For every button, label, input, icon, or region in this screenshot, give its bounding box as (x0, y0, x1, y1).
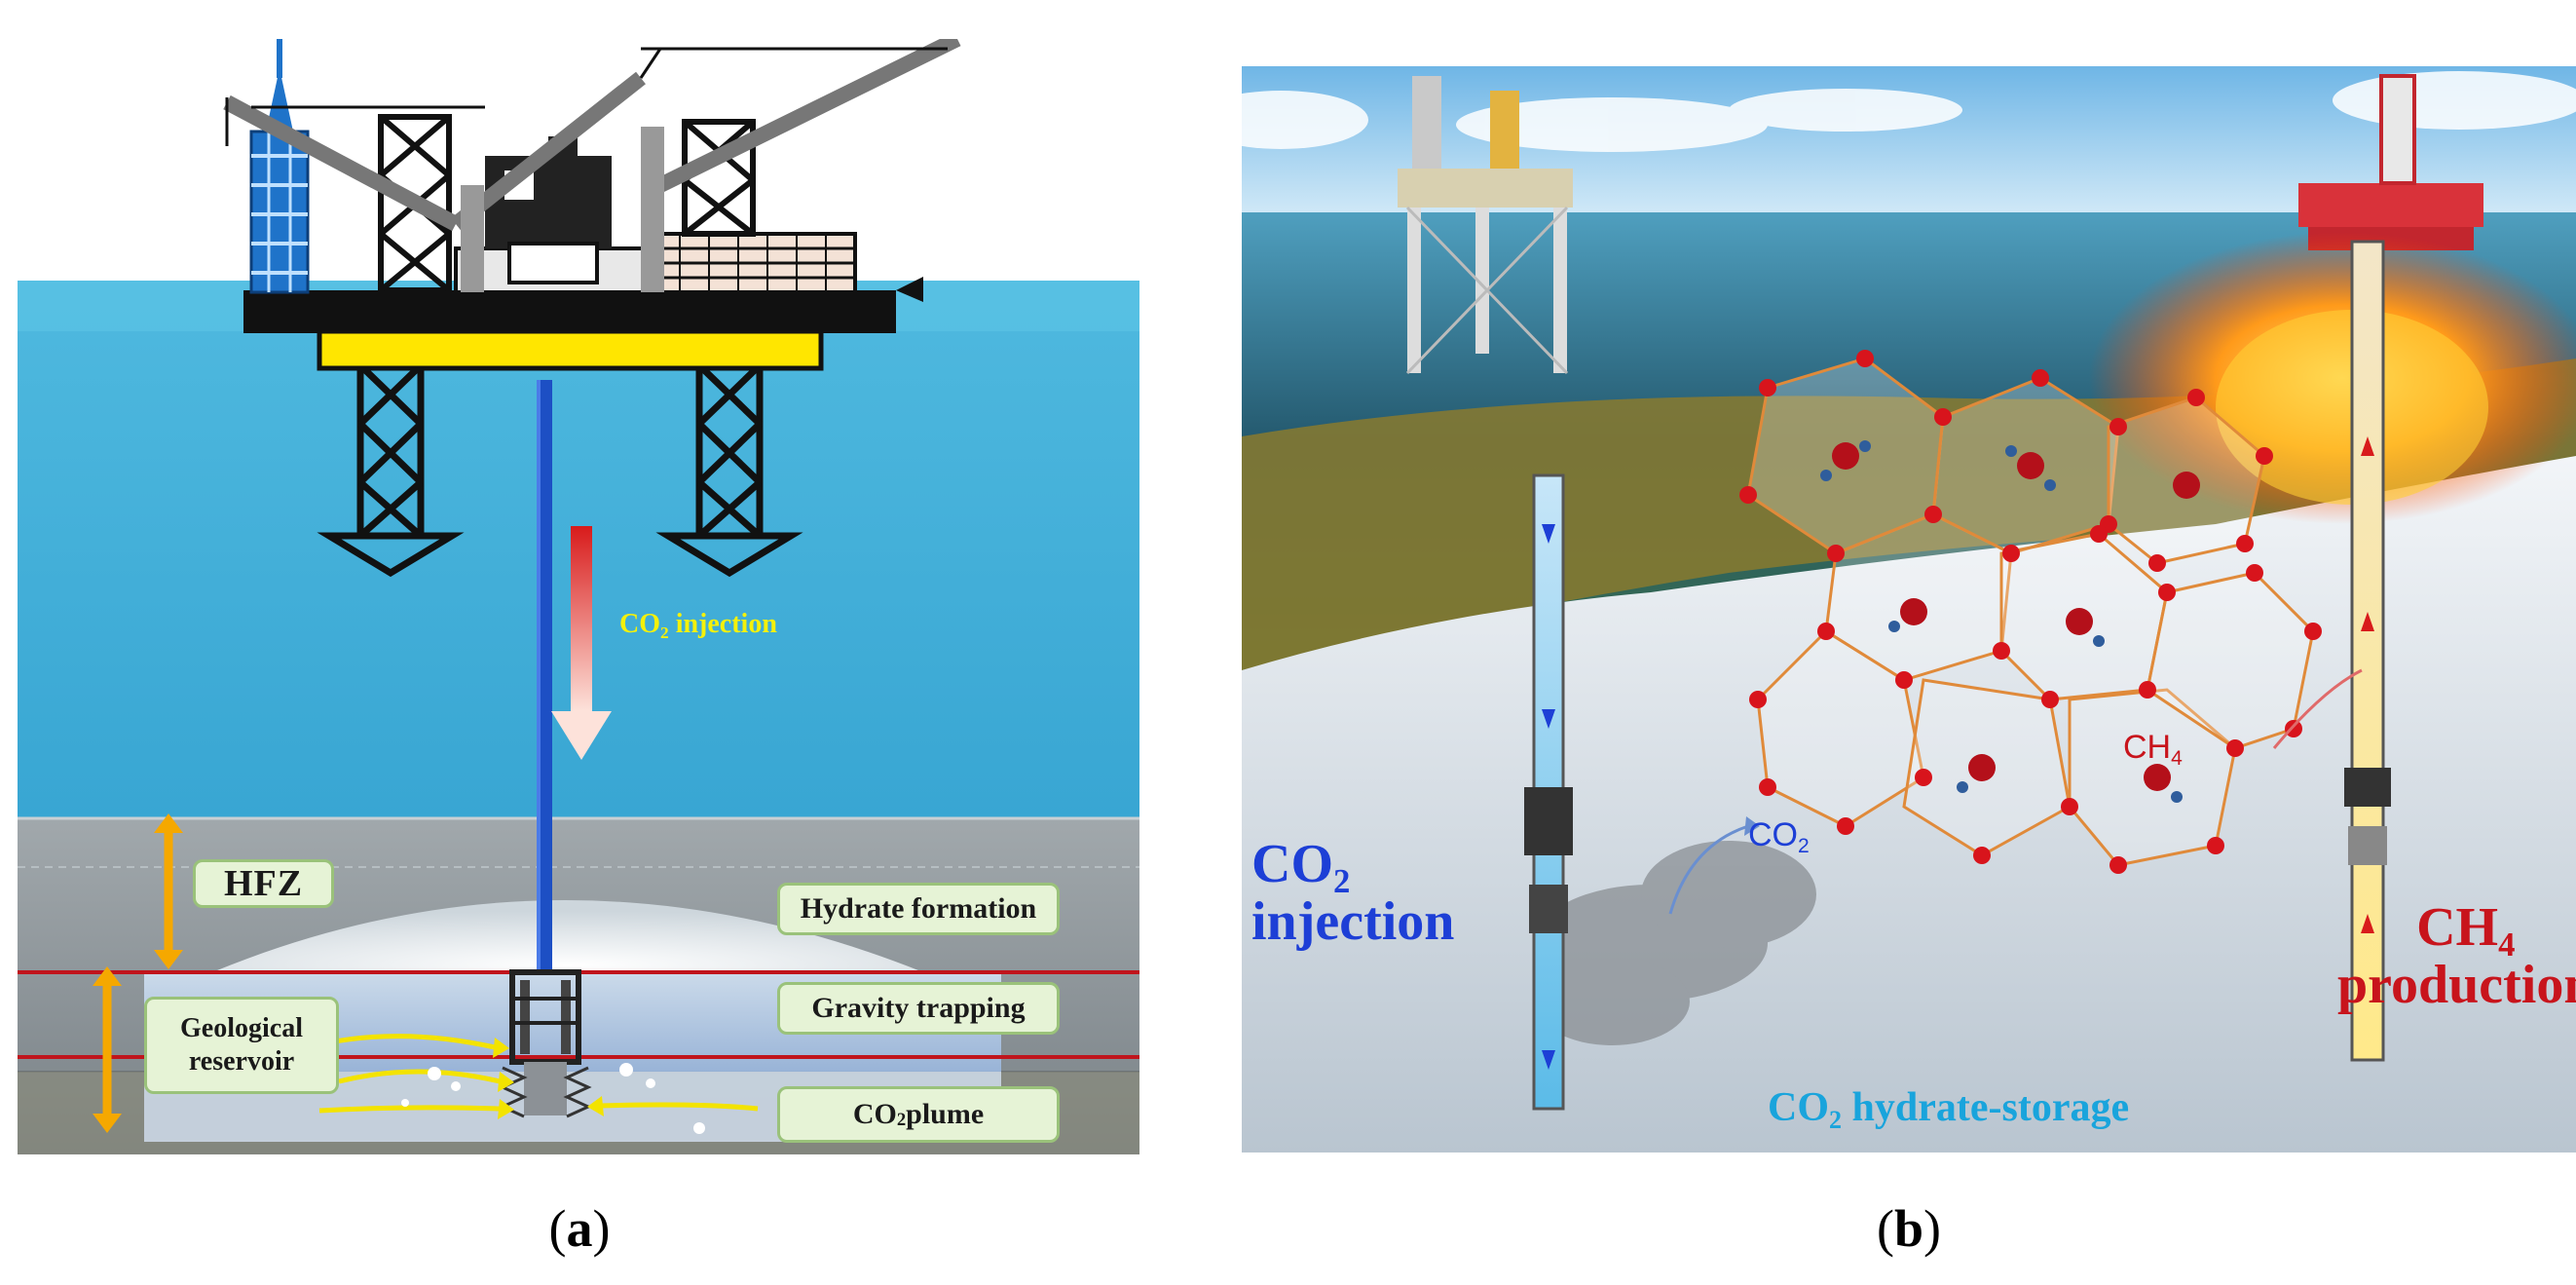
right-platform (2298, 74, 2483, 250)
co2-molecule-label: CO2 (1748, 816, 1810, 857)
platform-cranes (223, 31, 961, 232)
ch4-production-big-label: CH4 production (2337, 897, 2576, 1015)
panel-b-scene (1193, 66, 2576, 1153)
co2-injection-arrow (551, 526, 612, 760)
co2-plume-smoke (1534, 841, 1816, 1045)
left-platform (1398, 76, 1573, 375)
panel-a-caption: (a) (548, 1199, 611, 1258)
co2-bubbles (401, 1063, 705, 1134)
co2-hydrate-storage-label: CO2 hydrate-storage (1768, 1085, 2130, 1135)
hfz-arrow (154, 813, 183, 969)
production-well (2344, 240, 2391, 1062)
hydrate-formation-label: Hydrate formation (777, 883, 1060, 935)
injection-well (1524, 473, 1573, 1111)
migration-flow-arrows (318, 1034, 759, 1114)
hydrate-dome (212, 900, 923, 972)
panel-b-illustration: CO2 injection CH4 production CO2 CH4 CO2… (1193, 66, 2576, 1153)
panel-a-diagram: CO2 injection HFZ Hydrate formation Grav… (18, 31, 1139, 1154)
blue-derrick (249, 39, 310, 294)
hydrate-cage-network (1746, 357, 2315, 867)
reservoir-thickness-arrow (93, 966, 122, 1133)
geological-reservoir-line2: reservoir (188, 1046, 295, 1077)
co2-injection-big-label: CO2 injection (1251, 834, 1455, 952)
wellhead-casing (499, 969, 592, 1118)
panel-b-caption: (b) (1876, 1199, 1941, 1258)
offshore-platform (223, 31, 961, 578)
co2-injection-label: CO2 injection (619, 609, 777, 642)
hfz-label: HFZ (193, 859, 334, 908)
geological-reservoir-line1: Geological (180, 1013, 303, 1044)
ch4-molecule-label: CH4 (2123, 729, 2183, 770)
oxygen-atoms (1739, 350, 2322, 874)
ch4-flow-arrow (2272, 668, 2363, 749)
gravity-trapping-label: Gravity trapping (777, 982, 1060, 1035)
co2-flow-arrow (1668, 824, 1749, 915)
geological-reservoir-label: Geological reservoir (144, 997, 339, 1094)
